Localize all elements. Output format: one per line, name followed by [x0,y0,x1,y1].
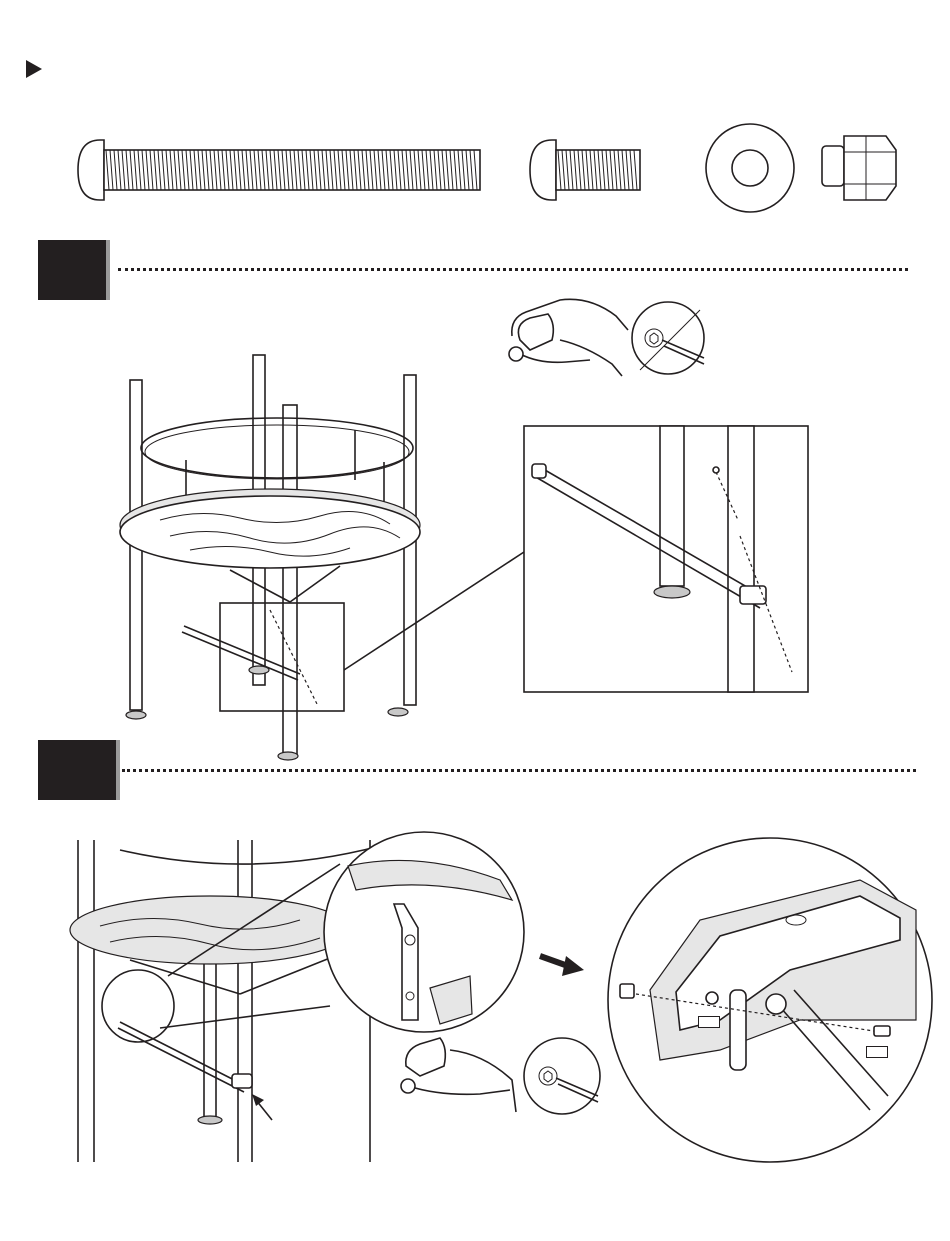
hardware-row [0,0,950,240]
step-2-badge [38,740,116,800]
wrench-icon-2 [524,1038,600,1114]
playset-structure [120,355,524,760]
step-2-divider [122,769,916,772]
short-bolt-icon [530,140,640,200]
step-1-zoom-detail [524,426,808,692]
step-1-detail-frame [220,603,344,711]
step-1-illustration [0,280,950,800]
wrench-icon [632,302,704,374]
hand-holding-nut-icon [509,299,628,376]
direction-arrow-icon [540,956,584,976]
lock-nut-icon [822,136,896,200]
step-2-part-label-left [698,1016,720,1028]
step-1-divider [118,268,908,271]
step-2-bracket-zoom [324,832,524,1032]
long-bolt-icon [78,140,480,200]
step-2-part-label-right [866,1046,888,1058]
pointer-arrow-icon [252,1094,272,1120]
flat-washer-icon [706,124,794,212]
step-2-number [38,740,116,800]
hand-holding-nut-icon-2 [401,1038,516,1112]
step-2-assembly-zoom [608,838,932,1162]
step-2-illustration [0,820,950,1180]
